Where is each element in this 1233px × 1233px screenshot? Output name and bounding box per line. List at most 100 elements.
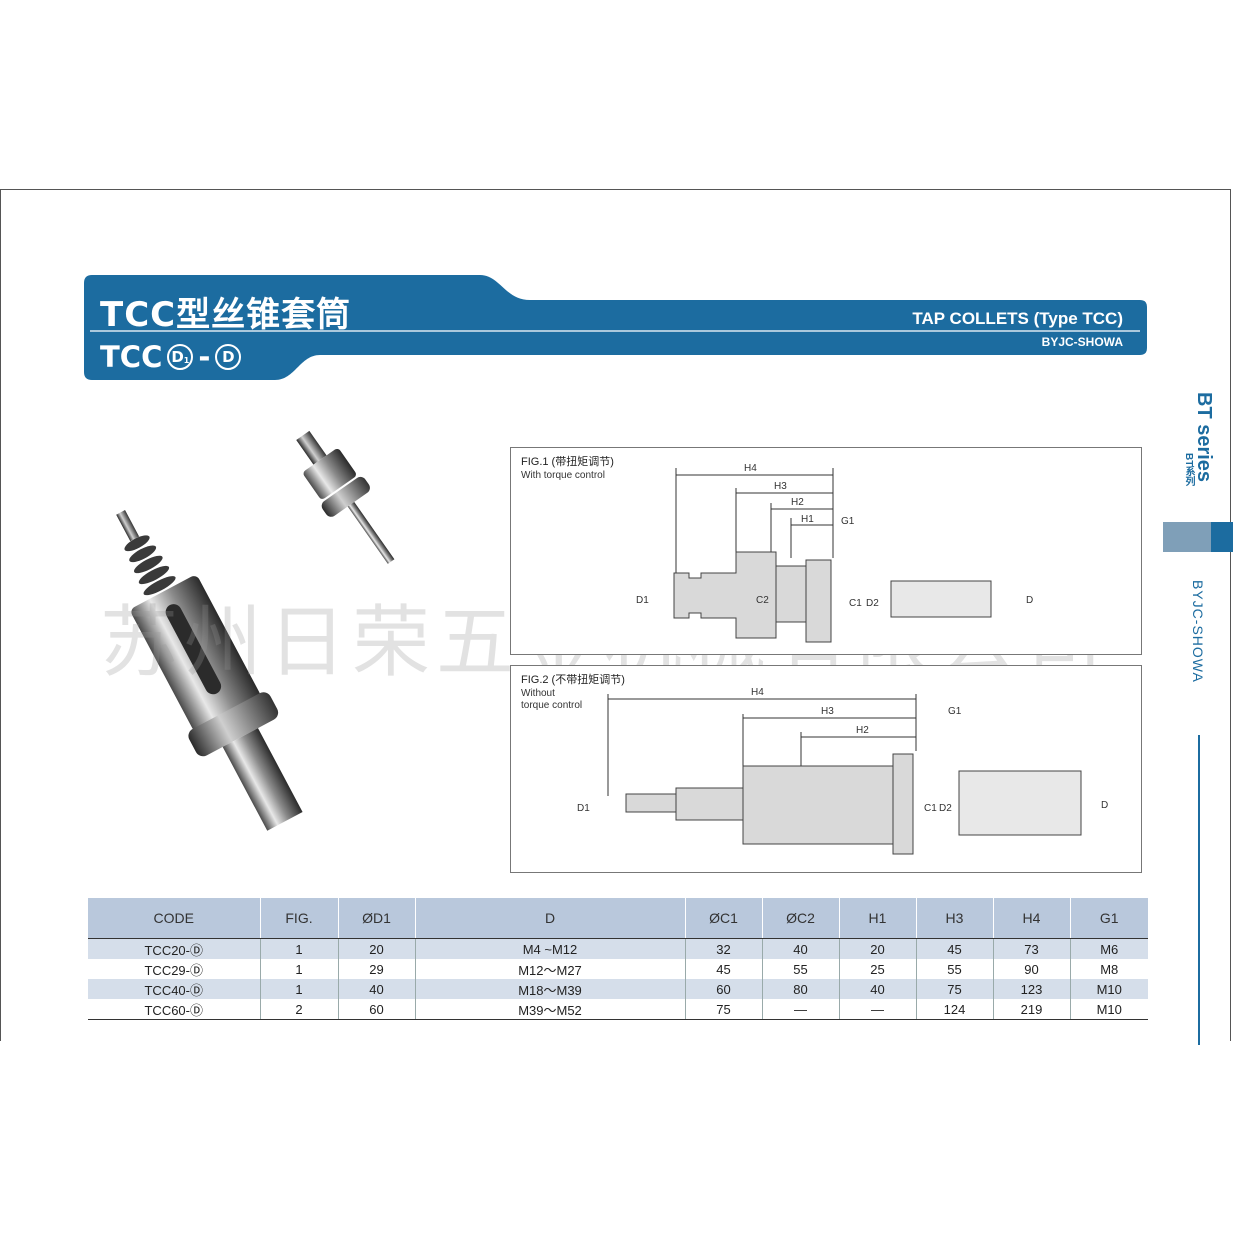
brand-label: BYJC-SHOWA	[1041, 335, 1123, 349]
cell: TCC40-Ⓓ	[88, 979, 261, 999]
cell: 124	[916, 999, 994, 1020]
svg-text:G1: G1	[841, 516, 855, 527]
col-h1: H1	[839, 898, 917, 939]
col-d: D	[415, 898, 686, 939]
table-header-row: CODE FIG. ØD1 D ØC1 ØC2 H1 H3 H4 G1	[88, 898, 1148, 939]
table-row: TCC60-Ⓓ 2 60 M39～M52 75 — — 124 219 M10	[88, 999, 1148, 1020]
cell: —	[762, 999, 840, 1020]
col-c2: ØC2	[762, 898, 840, 939]
cell: 75	[685, 999, 763, 1020]
series-label-cn: BT系列	[1183, 453, 1194, 487]
page-frame	[0, 189, 1231, 1041]
col-code: CODE	[88, 898, 261, 939]
cell: TCC29-Ⓓ	[88, 959, 261, 979]
cell: 1	[260, 938, 339, 959]
svg-text:D1: D1	[636, 595, 649, 606]
cell: 40	[839, 979, 917, 999]
cell: 25	[839, 959, 917, 979]
col-c1: ØC1	[685, 898, 763, 939]
cell: 32	[685, 938, 763, 959]
fig2-drawing: H4 H3 H2 G1 D1 C1 D2 D	[577, 687, 1108, 855]
cell: TCC60-Ⓓ	[88, 999, 261, 1020]
side-tab-light	[1163, 522, 1211, 552]
cell: M4 ~M12	[415, 938, 686, 959]
table-row: TCC20-Ⓓ 1 20 M4 ~M12 32 40 20 45 73 M6	[88, 938, 1148, 959]
cell: 40	[338, 979, 416, 999]
svg-text:D2: D2	[939, 803, 952, 814]
fig2-subtitle: Without torque control	[521, 688, 582, 712]
svg-text:H1: H1	[801, 514, 814, 525]
cell: M10	[1070, 999, 1148, 1020]
svg-text:H3: H3	[774, 481, 787, 492]
cell: 55	[916, 959, 994, 979]
cell: 2	[260, 999, 339, 1020]
cell: 45	[685, 959, 763, 979]
cell: 1	[260, 979, 339, 999]
cell: TCC20-Ⓓ	[88, 938, 261, 959]
code-prefix: TCC	[100, 340, 163, 374]
svg-text:D: D	[1101, 800, 1108, 811]
cell: 1	[260, 959, 339, 979]
col-h3: H3	[916, 898, 994, 939]
svg-text:C1: C1	[924, 803, 937, 814]
cell: —	[839, 999, 917, 1020]
svg-text:C1: C1	[849, 598, 862, 609]
cell: 40	[762, 938, 840, 959]
svg-text:H2: H2	[791, 497, 804, 508]
cell: M39～M52	[415, 999, 686, 1020]
cell: 55	[762, 959, 840, 979]
svg-text:D1: D1	[577, 803, 590, 814]
figure-1: FIG.1 (带扭矩调节) With torque control H4 H3 …	[510, 447, 1142, 655]
cell: 80	[762, 979, 840, 999]
series-label: BT series	[1193, 392, 1215, 483]
col-d1: ØD1	[338, 898, 416, 939]
title-banner	[84, 275, 1147, 380]
cell: M6	[1070, 938, 1148, 959]
cell: M12～M27	[415, 959, 686, 979]
cell: 45	[916, 938, 994, 959]
svg-text:H4: H4	[751, 687, 764, 698]
cell: 60	[338, 999, 416, 1020]
fig1-title: FIG.1 (带扭矩调节)	[521, 456, 614, 468]
side-line	[1198, 735, 1200, 1045]
fig2-title: FIG.2 (不带扭矩调节)	[521, 674, 625, 686]
col-fig: FIG.	[260, 898, 339, 939]
fig2-subtitle-line1: Without	[521, 688, 555, 699]
cell: 73	[993, 938, 1071, 959]
product-photos	[116, 430, 395, 831]
cell: 90	[993, 959, 1071, 979]
table-row: TCC29-Ⓓ 1 29 M12～M27 45 55 25 55 90 M8	[88, 959, 1148, 979]
cell: 20	[338, 938, 416, 959]
cell: M18～M39	[415, 979, 686, 999]
cell: M10	[1070, 979, 1148, 999]
fig1-subtitle: With torque control	[521, 470, 605, 481]
cell: 20	[839, 938, 917, 959]
page-title: TCC型丝锥套筒	[100, 295, 352, 335]
fig2-subtitle-line2: torque control	[521, 700, 583, 711]
side-brand: BYJC-SHOWA	[1190, 580, 1206, 683]
cell: 29	[338, 959, 416, 979]
svg-text:H3: H3	[821, 706, 834, 717]
table-row: TCC40-Ⓓ 1 40 M18～M39 60 80 40 75 123 M10	[88, 979, 1148, 999]
cell: M8	[1100, 961, 1119, 977]
svg-text:D: D	[1026, 595, 1033, 606]
code-dash: -	[198, 340, 211, 374]
spec-table: CODE FIG. ØD1 D ØC1 ØC2 H1 H3 H4 G1 TCC2…	[88, 898, 1148, 1020]
svg-text:G1: G1	[948, 706, 962, 717]
svg-text:C2: C2	[756, 595, 769, 606]
figure-2: FIG.2 (不带扭矩调节) Without torque control H4…	[510, 665, 1142, 873]
svg-text:D2: D2	[866, 598, 879, 609]
col-h4: H4	[993, 898, 1071, 939]
cell: 60	[685, 979, 763, 999]
cell: 219	[993, 999, 1071, 1020]
d-circle: D	[215, 344, 242, 370]
title-english: TAP COLLETS (Type TCC)	[912, 309, 1123, 328]
fig1-drawing: H4 H3 H2 H1 G1 D1 C2 C1 D2 D	[636, 463, 1033, 643]
cell: 75	[916, 979, 994, 999]
svg-text:H4: H4	[744, 463, 757, 474]
cell: 123	[993, 979, 1071, 999]
col-g1: G1	[1070, 898, 1148, 939]
svg-text:H2: H2	[856, 725, 869, 736]
